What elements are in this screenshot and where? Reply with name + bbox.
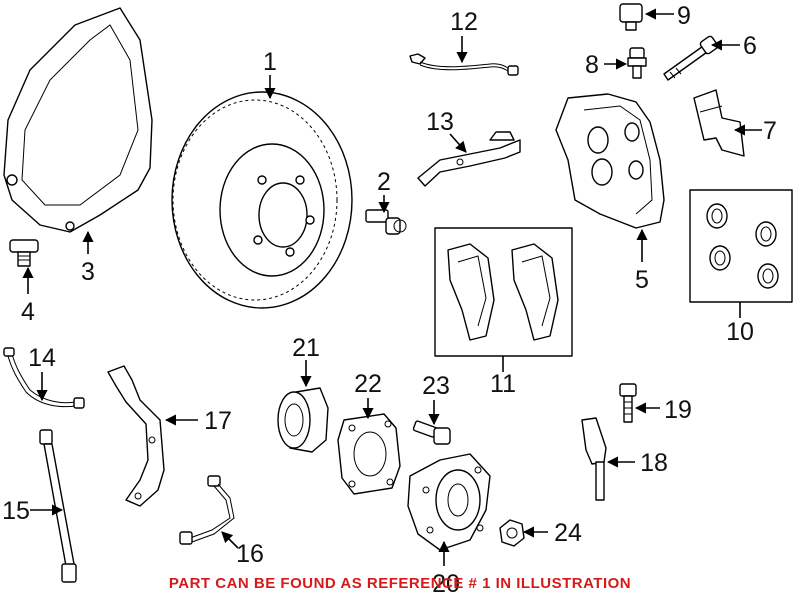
- callout-13: 13: [426, 108, 454, 136]
- callout-7: 7: [763, 117, 777, 145]
- abs-sensor-18-part: [581, 417, 607, 501]
- bolt-19-part: [619, 383, 637, 423]
- callout-9: 9: [677, 2, 691, 30]
- callout-18: 18: [640, 449, 668, 477]
- leader-lines: [22, 8, 762, 566]
- gasket-22-part: [337, 413, 401, 495]
- callout-1: 1: [263, 48, 277, 76]
- callout-14: 14: [28, 344, 56, 372]
- splash-shield-part: [3, 7, 153, 233]
- bleeder-valve-8-part: [627, 47, 647, 79]
- callout-23: 23: [422, 372, 450, 400]
- wire-bracket-13-part: [417, 131, 521, 187]
- callout-10: 10: [726, 318, 754, 346]
- callout-6: 6: [743, 32, 757, 60]
- callout-24: 24: [554, 519, 582, 547]
- callout-17: 17: [204, 407, 232, 435]
- anti-rattle-clip-7-part: [693, 89, 745, 157]
- hose-bracket-17-part: [107, 365, 165, 507]
- bolt-4-part: [9, 239, 39, 267]
- callout-19: 19: [664, 396, 692, 424]
- callout-4: 4: [21, 298, 35, 326]
- brake-pads-11-part: [434, 227, 573, 357]
- callout-22: 22: [354, 370, 382, 398]
- callout-labels: 1 2 3 4 5 6 7 8 9 10 11 12 13 14 15 16 1…: [2, 2, 777, 598]
- caliper-bolt-6-part: [663, 35, 719, 81]
- nut-24-part: [499, 519, 525, 547]
- brake-rotor-part: [171, 91, 353, 309]
- brake-caliper-5-part: [555, 93, 665, 229]
- callout-16: 16: [236, 540, 264, 568]
- callout-8: 8: [585, 51, 599, 79]
- connector-9-part: [619, 3, 643, 31]
- footer-note: PART CAN BE FOUND AS REFERENCE # 1 IN IL…: [169, 575, 631, 592]
- wear-sensor-16-part: [179, 475, 235, 545]
- callout-2: 2: [377, 168, 391, 196]
- callout-15: 15: [2, 497, 30, 525]
- abs-sensor-14-part: [3, 347, 85, 409]
- seal-kit-10-part: [689, 189, 793, 303]
- callout-21: 21: [292, 334, 320, 362]
- bolt-23-part: [412, 420, 451, 445]
- callout-20: 20: [432, 570, 460, 598]
- brake-hose-15-part: [39, 429, 77, 583]
- callout-11: 11: [490, 370, 516, 398]
- wear-sensor-wire-12-part: [409, 53, 519, 76]
- callout-12: 12: [450, 8, 478, 36]
- bolt-2-part: [365, 209, 407, 235]
- callout-5: 5: [635, 266, 649, 294]
- wheel-hub-20-part: [407, 453, 491, 551]
- wheel-bearing-21-part: [277, 387, 329, 453]
- callout-3: 3: [81, 258, 95, 286]
